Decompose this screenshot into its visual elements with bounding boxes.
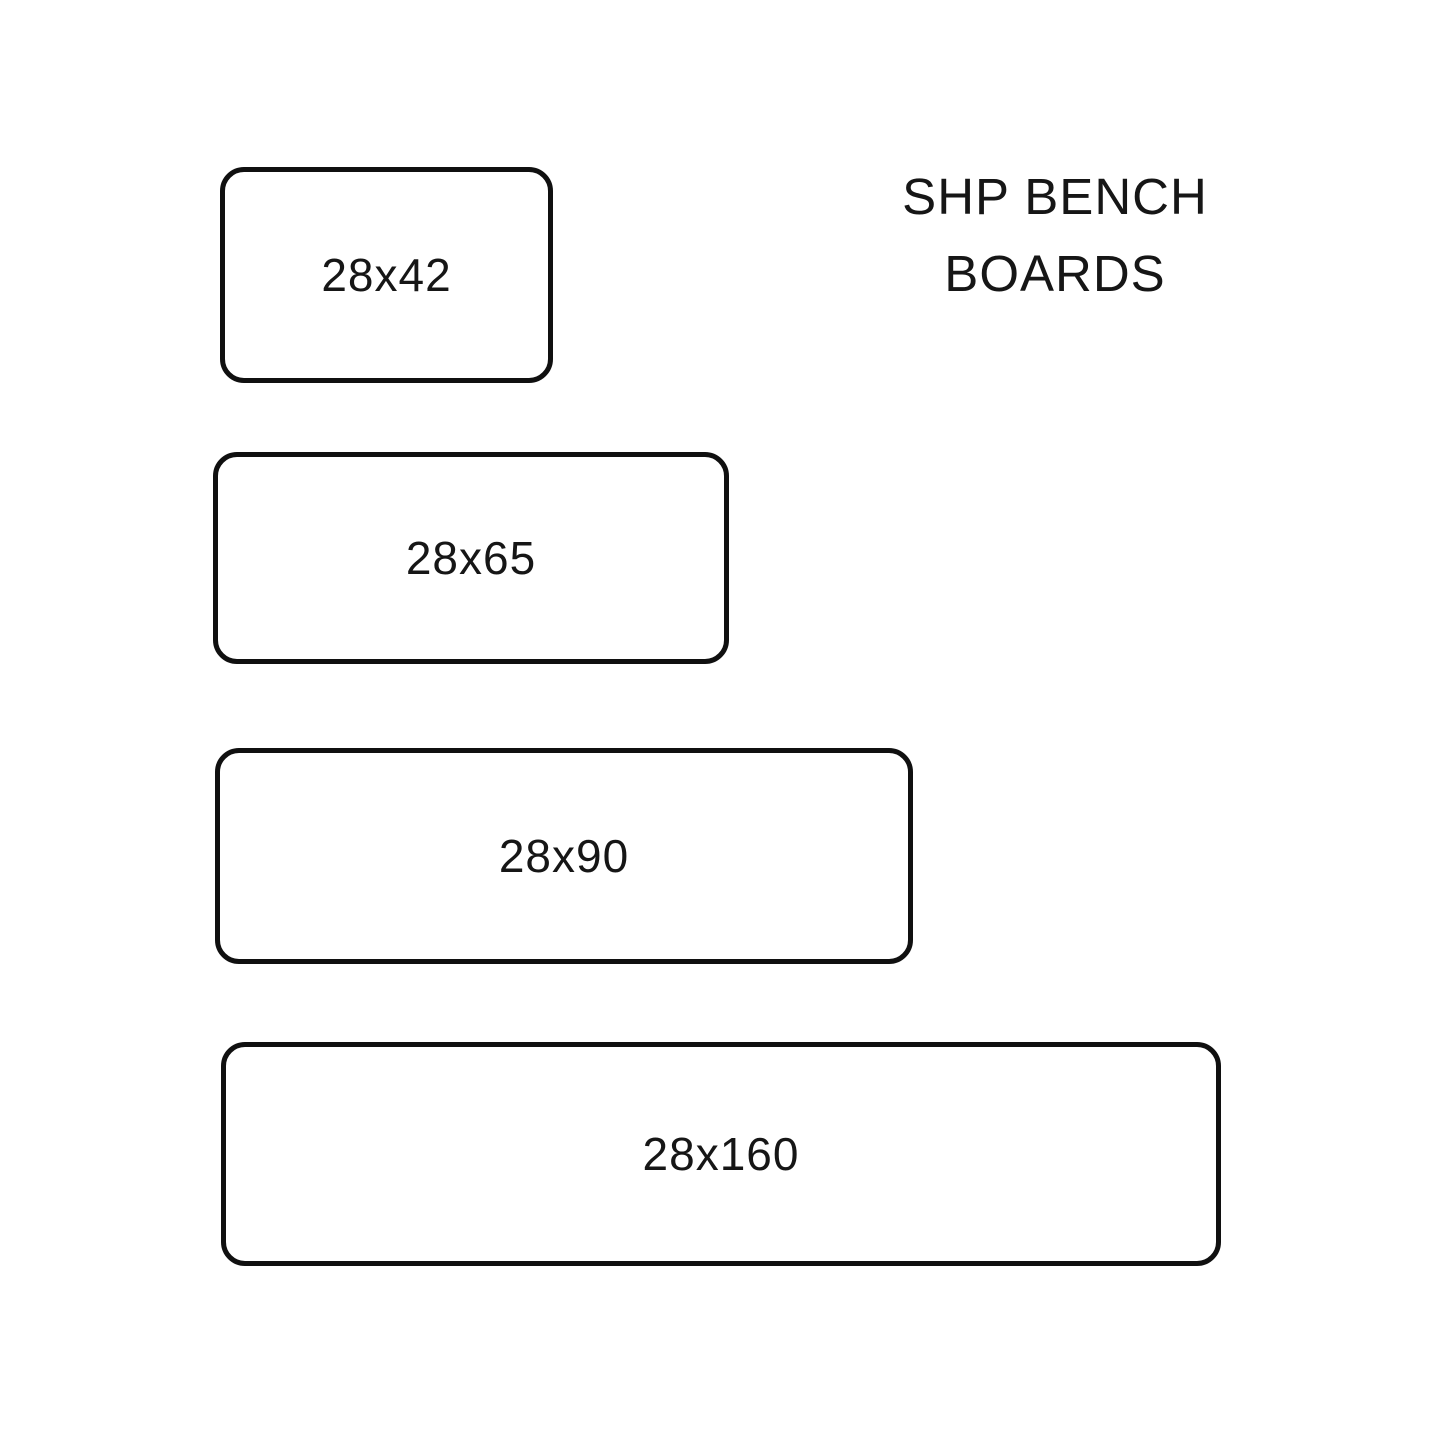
board-label: 28x160 <box>642 1128 800 1180</box>
board-label: 28x90 <box>498 830 630 882</box>
board-rect-28x65: 28x65 <box>213 452 729 664</box>
diagram-title: SHP BENCH BOARDS <box>870 158 1240 312</box>
board-label: 28x65 <box>405 532 537 584</box>
board-rect-28x90: 28x90 <box>215 748 913 964</box>
diagram-title-line1: SHP BENCH <box>902 168 1208 225</box>
board-label: 28x42 <box>321 249 452 301</box>
board-rect-28x42: 28x42 <box>220 167 553 383</box>
board-rect-28x160: 28x160 <box>221 1042 1221 1266</box>
diagram-title-line2: BOARDS <box>944 245 1166 302</box>
